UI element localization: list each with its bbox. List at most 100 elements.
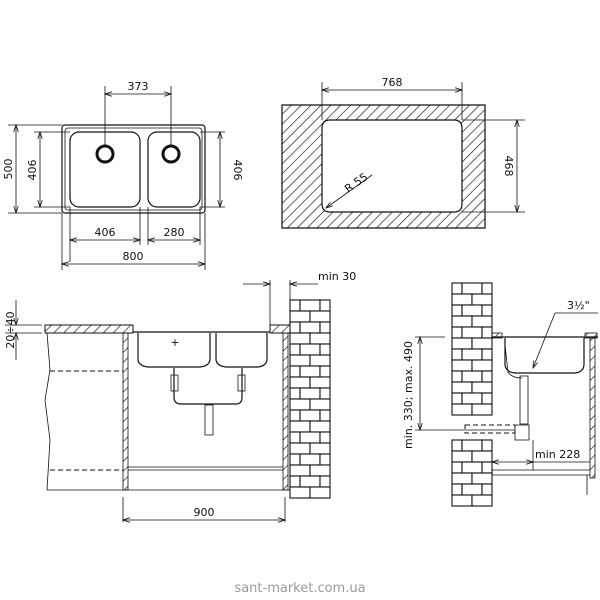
brick — [461, 392, 483, 405]
brick — [319, 321, 331, 334]
brick — [451, 315, 473, 328]
brick — [299, 475, 321, 488]
brick — [289, 321, 301, 334]
brick — [451, 337, 473, 350]
brick — [471, 494, 493, 507]
brick — [461, 282, 483, 295]
brick — [451, 304, 463, 317]
brick — [289, 376, 311, 389]
crosshair-icon: + — [170, 336, 179, 349]
dim-left-bowl-depth: 406 — [26, 160, 39, 181]
brick — [461, 439, 483, 452]
brick — [289, 365, 301, 378]
brick — [319, 343, 331, 356]
brick — [289, 486, 311, 499]
brick — [289, 354, 311, 367]
dim-right-bowl-depth: 406 — [231, 160, 244, 181]
brick — [289, 343, 301, 356]
brick — [451, 348, 463, 361]
brick — [451, 282, 463, 295]
dim-drain-spacing: 373 — [128, 80, 149, 93]
dim-corner-radius: R 55 — [342, 170, 370, 195]
brick — [299, 387, 321, 400]
brick — [471, 337, 493, 350]
brick — [289, 398, 311, 411]
brick — [289, 332, 311, 345]
side-installation-view: 3½" min. 330; max. 490 min 228 — [402, 282, 598, 507]
brick — [299, 409, 321, 422]
brick — [309, 332, 331, 345]
brick — [309, 486, 331, 499]
brick — [289, 299, 301, 312]
brick — [461, 461, 483, 474]
brick — [299, 343, 321, 356]
brick — [461, 348, 483, 361]
brick — [481, 370, 493, 383]
brick — [481, 304, 493, 317]
dim-cutout-depth: 468 — [502, 156, 515, 177]
brick — [471, 315, 493, 328]
brick — [309, 442, 331, 455]
brick — [471, 359, 493, 372]
dim-overall-width: 800 — [123, 250, 144, 263]
brick — [289, 464, 311, 477]
brick — [451, 326, 463, 339]
brick-wall — [451, 282, 493, 507]
brick — [289, 431, 301, 444]
brick — [471, 450, 493, 463]
watermark: sant-market.com.ua — [234, 581, 365, 596]
dim-overall-depth: 500 — [2, 159, 15, 180]
brick — [471, 472, 493, 485]
brick — [299, 365, 321, 378]
brick — [309, 310, 331, 323]
dim-wall-clearance: min 30 — [318, 270, 356, 283]
brick — [319, 431, 331, 444]
dim-cutout-width: 768 — [382, 76, 403, 89]
brick-wall — [289, 299, 331, 499]
brick — [309, 398, 331, 411]
brick — [319, 409, 331, 422]
brick — [319, 299, 331, 312]
right-bowl — [147, 131, 201, 208]
brick — [309, 464, 331, 477]
brick — [299, 453, 321, 466]
brick — [461, 304, 483, 317]
dim-min-depth: min 228 — [535, 448, 580, 461]
brick — [451, 359, 473, 372]
brick — [481, 439, 493, 452]
brick — [481, 392, 493, 405]
dim-right-bowl-width: 280 — [164, 226, 185, 239]
brick — [319, 453, 331, 466]
right-drain-icon — [161, 144, 181, 164]
brick — [299, 299, 321, 312]
dim-drain-height: min. 330; max. 490 — [402, 341, 415, 449]
brick — [299, 321, 321, 334]
brick — [451, 293, 473, 306]
brick — [289, 310, 311, 323]
brick — [309, 376, 331, 389]
brick — [481, 483, 493, 496]
brick — [481, 461, 493, 474]
cutout-view: 768 468 R 55 — [281, 76, 525, 229]
dim-counter-thickness: 20÷40 — [4, 311, 17, 348]
brick — [451, 494, 473, 507]
brick — [471, 293, 493, 306]
brick — [451, 483, 463, 496]
brick — [309, 420, 331, 433]
brick — [309, 354, 331, 367]
front-installation-view: + min 30 20÷40 900 — [4, 270, 356, 522]
brick — [319, 387, 331, 400]
brick — [289, 442, 311, 455]
brick — [451, 461, 463, 474]
brick — [471, 403, 493, 416]
brick — [451, 403, 473, 416]
brick — [481, 326, 493, 339]
brick — [451, 392, 463, 405]
brick — [289, 420, 311, 433]
brick — [319, 475, 331, 488]
brick — [461, 326, 483, 339]
brick — [299, 431, 321, 444]
brick — [451, 472, 473, 485]
